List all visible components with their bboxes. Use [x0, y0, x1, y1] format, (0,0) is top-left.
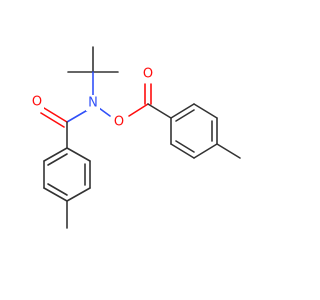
ring-bond-4-inner: [47, 183, 68, 196]
tert-butyl-group: [67, 46, 119, 97]
bond-ester-c-to-ring: [147, 103, 172, 119]
atom-label-o-ester: O: [143, 67, 153, 82]
ring2-bond-5: [170, 143, 195, 159]
atom-o-ester-link: O: [112, 114, 126, 130]
lower-toluene-ring: [43, 147, 91, 229]
ring-bond-6: [43, 147, 68, 162]
atom-o-carbonyl-amide: O: [30, 94, 44, 110]
atom-label-o-link: O: [114, 115, 124, 130]
ring2-bond-4: [193, 143, 218, 159]
bond-amide-c-o-double-a: [43, 107, 68, 123]
bond-ring2-to-methyl: [216, 143, 241, 159]
ring2-bond-1-inner: [175, 109, 195, 122]
ring-bond-1: [66, 147, 91, 162]
ring2-bond-5-inner: [175, 140, 195, 153]
right-toluene-ring: [170, 103, 241, 159]
ring-bond-6-inner: [47, 153, 68, 166]
atom-label-o-amide: O: [32, 95, 42, 110]
atom-label-n: N: [88, 96, 98, 111]
amide-group: [40, 107, 92, 149]
ring-bond-4: [43, 187, 68, 202]
atom-n-amide: N: [86, 95, 100, 111]
bond-amide-c-o-double-b: [40, 112, 65, 128]
atom-o-carbonyl-ester: O: [141, 66, 155, 82]
bond-o-to-ester-c: [128, 103, 149, 117]
atom-labels: O N O O: [30, 66, 155, 130]
molecule-structure: O N O O: [30, 46, 241, 229]
bond-n-to-o: [98, 107, 111, 117]
ring-bond-3: [66, 187, 91, 202]
ring2-bond-1: [170, 103, 195, 119]
ring2-bond-2: [193, 103, 218, 119]
ester-group: [98, 83, 172, 119]
